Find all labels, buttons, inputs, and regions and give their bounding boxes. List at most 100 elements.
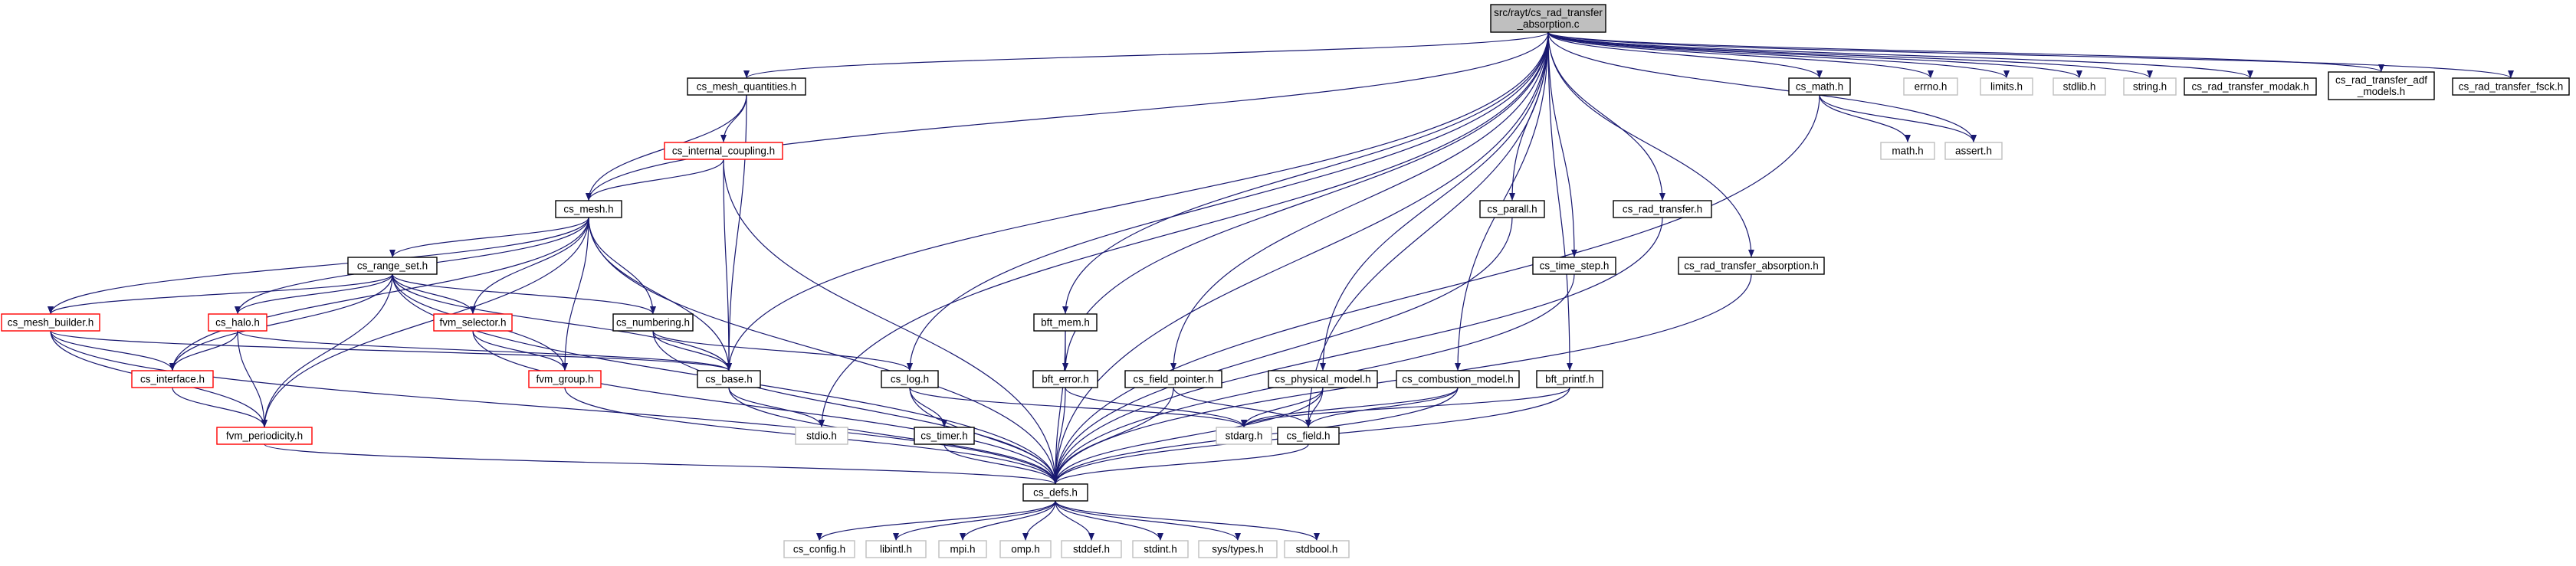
node-label: stdint.h [1144,544,1177,555]
edge-root-to-cs_rad_transfer_adf_models [1547,31,2384,73]
edge-cs_defs-to-stdint [1055,500,1163,541]
edge-cs_mesh_builder-to-cs_base [50,330,732,371]
edge-cs_combustion_model-to-stdarg [1241,387,1459,428]
node-cs-halo[interactable]: cs_halo.h [208,313,267,332]
node-stdbool[interactable]: stdbool.h [1284,540,1350,558]
node-stdio[interactable]: stdio.h [795,427,848,445]
node-label: cs_range_set.h [357,260,428,272]
node-label: cs_log.h [891,374,929,385]
edge-cs_internal_coupling-to-cs_base [723,159,732,371]
node-label: stdlib.h [2063,81,2096,93]
node-assert[interactable]: assert.h [1944,142,2003,160]
edge-cs_mesh-to-fvm_periodicity [261,217,589,428]
node-root[interactable]: src/rayt/cs_rad_transfer_absorption.c [1490,4,1606,33]
edge-cs_defs-to-stdbool [1055,500,1320,541]
node-label: cs_mesh_builder.h [8,317,94,329]
node-box [2184,77,2317,96]
node-box [2123,77,2177,96]
edge-root-to-cs_rad_transfer_modak [1547,31,2253,79]
node-cs-numbering[interactable]: cs_numbering.h [612,313,694,332]
edge-cs_mesh-to-fvm_selector [470,217,589,315]
node-cs-physical-model[interactable]: cs_physical_model.h [1268,370,1378,388]
node-cs-rad-transfer-absorption[interactable]: cs_rad_transfer_absorption.h [1678,257,1825,275]
node-label: fvm_selector.h [439,317,506,329]
node-bft-mem[interactable]: bft_mem.h [1033,313,1098,332]
node-label: cs_timer.h [920,430,968,442]
node-cs-internal-coupling[interactable]: cs_internal_coupling.h [664,142,783,160]
node-label: mpi.h [950,544,975,555]
edge-cs_numbering-to-cs_base [652,330,732,371]
node-cs-defs[interactable]: cs_defs.h [1022,483,1088,502]
node-cs-time-step[interactable]: cs_time_step.h [1532,257,1616,275]
node-libintl[interactable]: libintl.h [865,540,927,558]
node-cs-log[interactable]: cs_log.h [881,370,939,388]
node-fvm-selector[interactable]: fvm_selector.h [433,313,513,332]
node-stdint[interactable]: stdint.h [1132,540,1189,558]
node-cs-mesh-builder[interactable]: cs_mesh_builder.h [1,313,100,332]
edge-fvm_periodicity-to-cs_defs [264,443,1058,485]
node-box [1061,540,1122,558]
edge-cs_range_set-to-cs_base [392,273,732,371]
node-bft-error[interactable]: bft_error.h [1032,370,1098,388]
node-label: bft_mem.h [1041,317,1090,329]
node-label: cs_field.h [1286,430,1330,442]
node-cs-config[interactable]: cs_config.h [783,540,855,558]
edge-cs_log-to-stdarg [909,387,1247,428]
edge-cs_mesh-to-cs_numbering [588,217,656,315]
edge-cs_halo-to-cs_base [237,330,732,371]
node-cs-timer[interactable]: cs_timer.h [914,427,975,445]
node-errno[interactable]: errno.h [1903,77,1958,96]
edge-fvm_selector-to-fvm_group [472,330,568,371]
node-stdlib[interactable]: stdlib.h [2053,77,2106,96]
node-stddef[interactable]: stddef.h [1061,540,1122,558]
node-label: cs_physical_model.h [1275,374,1370,385]
node-bft-printf[interactable]: bft_printf.h [1536,370,1603,388]
edge-cs_range_set-to-cs_interface [169,273,393,371]
node-fvm-periodicity[interactable]: fvm_periodicity.h [216,427,313,445]
node-mpi[interactable]: mpi.h [938,540,987,558]
node-cs-rad-transfer-adf-models[interactable]: cs_rad_transfer_adf_models.h [2328,71,2435,100]
node-box [347,257,438,275]
edge-cs_mesh_quantities-to-cs_base [726,94,747,371]
edge-cs_mesh-to-cs_interface [169,217,589,371]
node-stdarg[interactable]: stdarg.h [1216,427,1272,445]
node-box [938,540,987,558]
node-label: stdio.h [806,430,837,442]
node-cs-parall[interactable]: cs_parall.h [1479,200,1545,218]
node-label: cs_rad_transfer.h [1623,204,1702,215]
node-cs-field-pointer[interactable]: cs_field_pointer.h [1124,370,1222,388]
node-label: _models.h [2357,86,2405,97]
node-box [1198,540,1278,558]
node-cs-mesh[interactable]: cs_mesh.h [555,200,622,218]
node-cs-combustion-model[interactable]: cs_combustion_model.h [1396,370,1520,388]
edge-root-to-cs_parall [1509,31,1549,201]
node-cs-rad-transfer-modak[interactable]: cs_rad_transfer_modak.h [2184,77,2317,96]
node-label: bft_error.h [1042,374,1089,385]
node-label: cs_internal_coupling.h [672,146,775,157]
node-cs-mesh-quantities[interactable]: cs_mesh_quantities.h [687,77,806,96]
node-omp[interactable]: omp.h [999,540,1052,558]
node-cs-interface[interactable]: cs_interface.h [131,370,214,388]
node-box [433,313,513,332]
node-cs-range-set[interactable]: cs_range_set.h [347,257,438,275]
node-cs-rad-transfer[interactable]: cs_rad_transfer.h [1613,200,1712,218]
node-sys-types[interactable]: sys/types.h [1198,540,1278,558]
node-string[interactable]: string.h [2123,77,2177,96]
node-label: assert.h [1955,146,1992,157]
node-box [1268,370,1378,388]
edge-root-to-cs_rad_transfer_fsck [1547,31,2514,79]
nodes-layer: src/rayt/cs_rad_transfer_absorption.c cs_… [1,4,2570,558]
node-box [1277,427,1340,445]
node-box [1536,370,1603,388]
node-cs-base[interactable]: cs_base.h [697,370,761,388]
node-label: cs_field_pointer.h [1133,374,1213,385]
node-cs-math[interactable]: cs_math.h [1788,77,1851,96]
node-fvm-group[interactable]: fvm_group.h [528,370,602,388]
edge-root-to-cs_rad_transfer_absorption [1547,31,1754,258]
node-box [881,370,939,388]
node-cs-rad-transfer-fsck[interactable]: cs_rad_transfer_fsck.h [2452,77,2570,96]
node-limits[interactable]: limits.h [1980,77,2033,96]
node-cs-field[interactable]: cs_field.h [1277,427,1340,445]
node-math[interactable]: math.h [1880,142,1935,160]
